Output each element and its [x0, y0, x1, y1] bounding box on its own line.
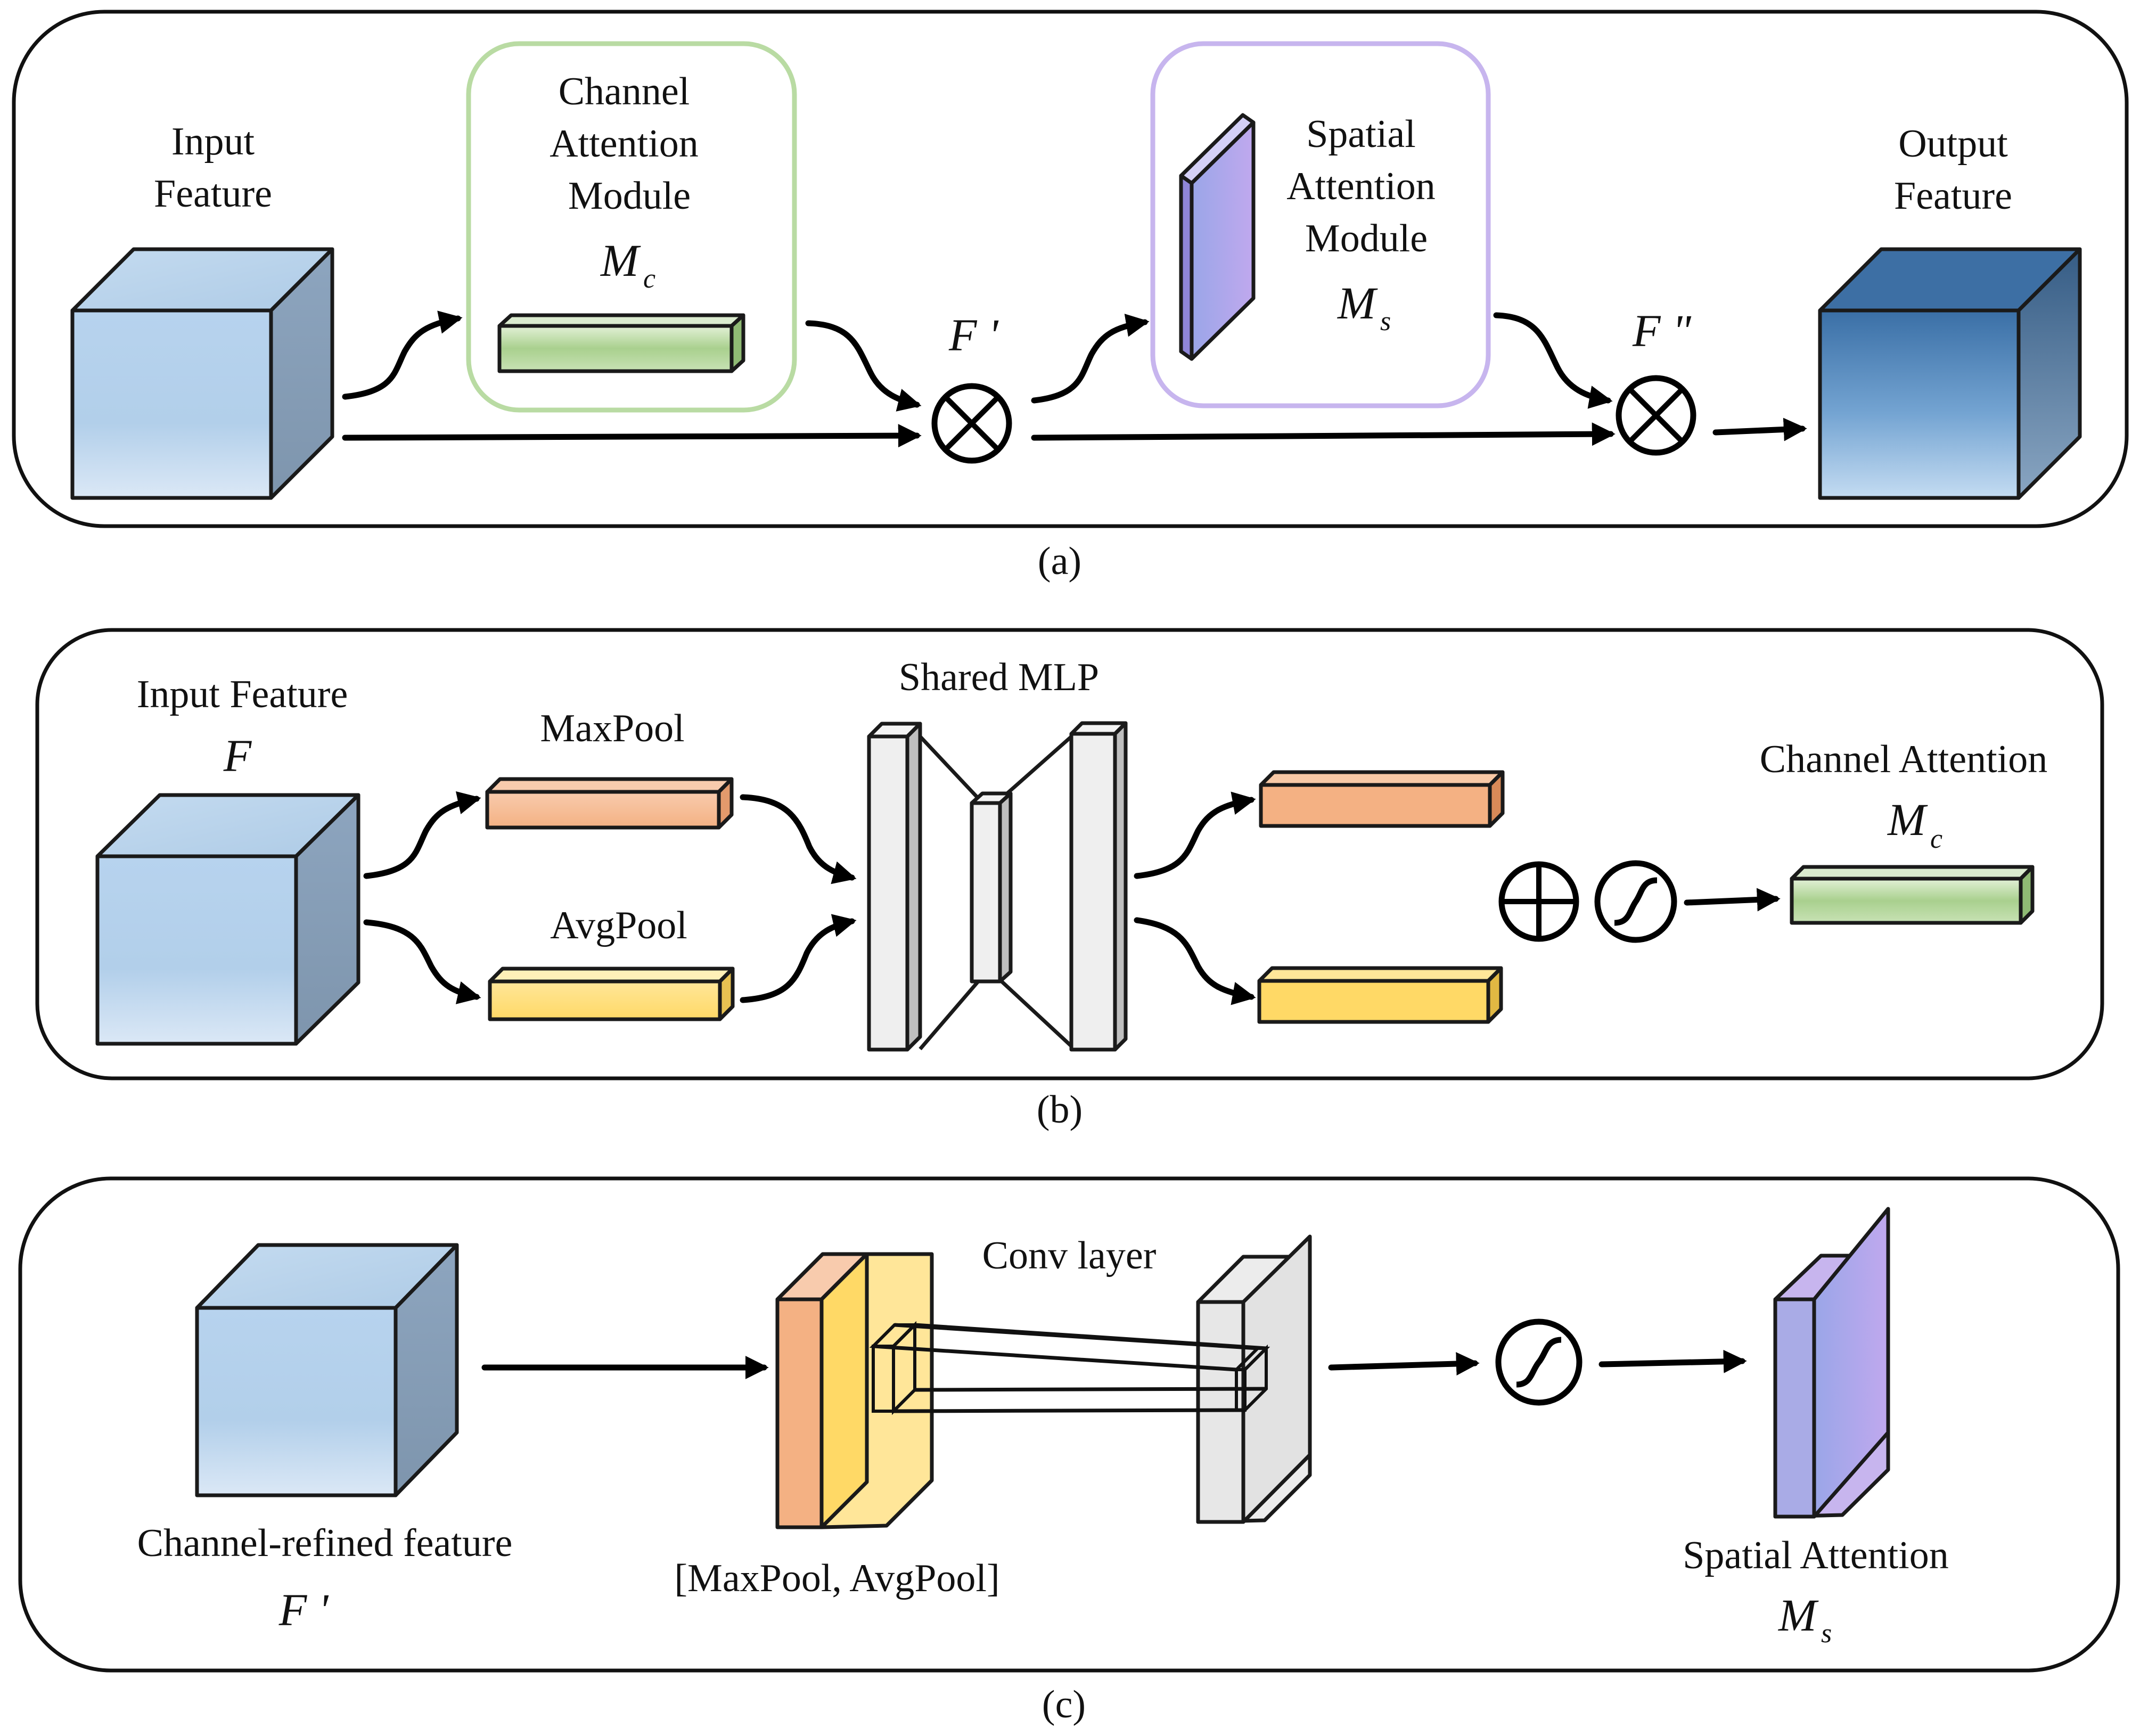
b-input-symbol: F	[223, 730, 252, 781]
arrow-mlp-to-out-avg	[1134, 917, 1256, 1005]
sam-label-line1: Spatial	[1306, 112, 1416, 156]
caption-a: (a)	[1038, 539, 1081, 583]
arrow-conv-to-sigmoid	[1328, 1352, 1480, 1376]
conv-layer-label: Conv layer	[982, 1234, 1157, 1278]
arrow-sigmoid-to-spatial-attention	[1598, 1349, 1747, 1373]
arrow-input-to-multiply	[342, 424, 922, 448]
arrow-input-to-avgpool	[363, 919, 481, 1004]
arrow-mlp-to-out-max	[1134, 791, 1256, 879]
sam-label-line2: Attention	[1286, 165, 1436, 208]
sigmoid-operator-b	[1594, 860, 1677, 943]
channel-attention-module-box	[466, 41, 797, 413]
f-double-prime-label: F "	[1632, 305, 1692, 356]
f-prime-label: F '	[948, 309, 999, 361]
shared-mlp-label: Shared MLP	[899, 656, 1099, 699]
b-input-label: Input Feature	[137, 673, 348, 716]
input-feature-cube	[70, 247, 334, 500]
cam-label-line2: Attention	[550, 122, 699, 166]
add-operator	[1498, 861, 1579, 942]
b-output-symbol: M	[1887, 794, 1928, 845]
arrow-input-to-cam	[342, 310, 463, 400]
cam-symbol: M	[600, 235, 641, 286]
b-output-label: Channel Attention	[1760, 738, 2048, 781]
maxpool-label: MaxPool	[540, 707, 684, 750]
spatial-attention-output	[1773, 1207, 1890, 1519]
c-input-cube	[195, 1243, 459, 1497]
sam-label-line3: Module	[1305, 217, 1428, 260]
spatial-attention-module-box	[1150, 41, 1491, 408]
output-feature-cube	[1818, 247, 2082, 500]
multiply-operator-2	[1616, 375, 1696, 456]
sam-symbol-sub: s	[1380, 306, 1391, 337]
c-output-label: Spatial Attention	[1683, 1534, 1948, 1577]
output-label-line2: Feature	[1894, 174, 2012, 218]
c-input-label: Channel-refined feature	[137, 1521, 513, 1565]
b-output-sub: c	[1930, 824, 1942, 854]
arrow-maxpool-to-mlp	[740, 794, 857, 885]
panel-a: Input Feature Channel Attention Module M…	[12, 10, 2129, 583]
output-label-line1: Output	[1898, 122, 2008, 166]
mlp-output-max	[1259, 770, 1505, 828]
panel-c: Channel-refined feature F ' [MaxPool, Av…	[18, 1176, 2120, 1726]
input-label-line2: Feature	[154, 172, 272, 216]
c-output-symbol: M	[1777, 1590, 1819, 1641]
panel-c-frame	[18, 1176, 2120, 1673]
arrow-avgpool-to-mlp	[740, 914, 857, 1003]
channel-attention-bar	[497, 313, 745, 373]
shared-mlp	[867, 721, 1128, 1052]
arrow-cam-to-multiply	[805, 320, 922, 412]
channel-attention-output	[1790, 865, 2035, 925]
c-output-sub: s	[1821, 1618, 1832, 1649]
arrow-input-to-maxpool	[363, 791, 481, 879]
mlp-output-avg	[1257, 966, 1503, 1024]
panel-b: Input Feature F MaxPool AvgPool Shared M…	[35, 628, 2104, 1132]
multiply-operator-1	[931, 383, 1012, 464]
arrow-sigmoid-to-channel-attention	[1684, 888, 1781, 912]
arrow-multiply-to-sam	[1031, 314, 1150, 404]
c-input-symbol: F '	[278, 1584, 329, 1635]
spatial-attention-map	[1179, 113, 1256, 361]
pool-label: [MaxPool, AvgPool]	[674, 1557, 999, 1600]
conv-output-map	[1196, 1234, 1312, 1524]
sam-symbol: M	[1337, 277, 1378, 329]
cam-label-line1: Channel	[559, 70, 690, 113]
maxpool-vector	[485, 777, 734, 830]
b-input-cube	[95, 793, 360, 1046]
arrow-sam-to-multiply2	[1493, 312, 1613, 409]
arrow-fprime-to-multiply2	[1031, 422, 1616, 446]
avgpool-label: AvgPool	[550, 904, 687, 947]
sigmoid-operator-c	[1495, 1319, 1583, 1406]
caption-b: (b)	[1037, 1088, 1083, 1132]
conv-receptive-lines	[873, 1323, 1267, 1413]
arrow-to-output	[1712, 417, 1807, 441]
cam-label-line3: Module	[568, 174, 691, 218]
cam-symbol-sub: c	[643, 264, 655, 294]
input-label-line1: Input	[171, 120, 255, 163]
avgpool-vector	[488, 967, 735, 1021]
pooled-feature-maps	[775, 1252, 934, 1529]
caption-c: (c)	[1042, 1683, 1086, 1726]
